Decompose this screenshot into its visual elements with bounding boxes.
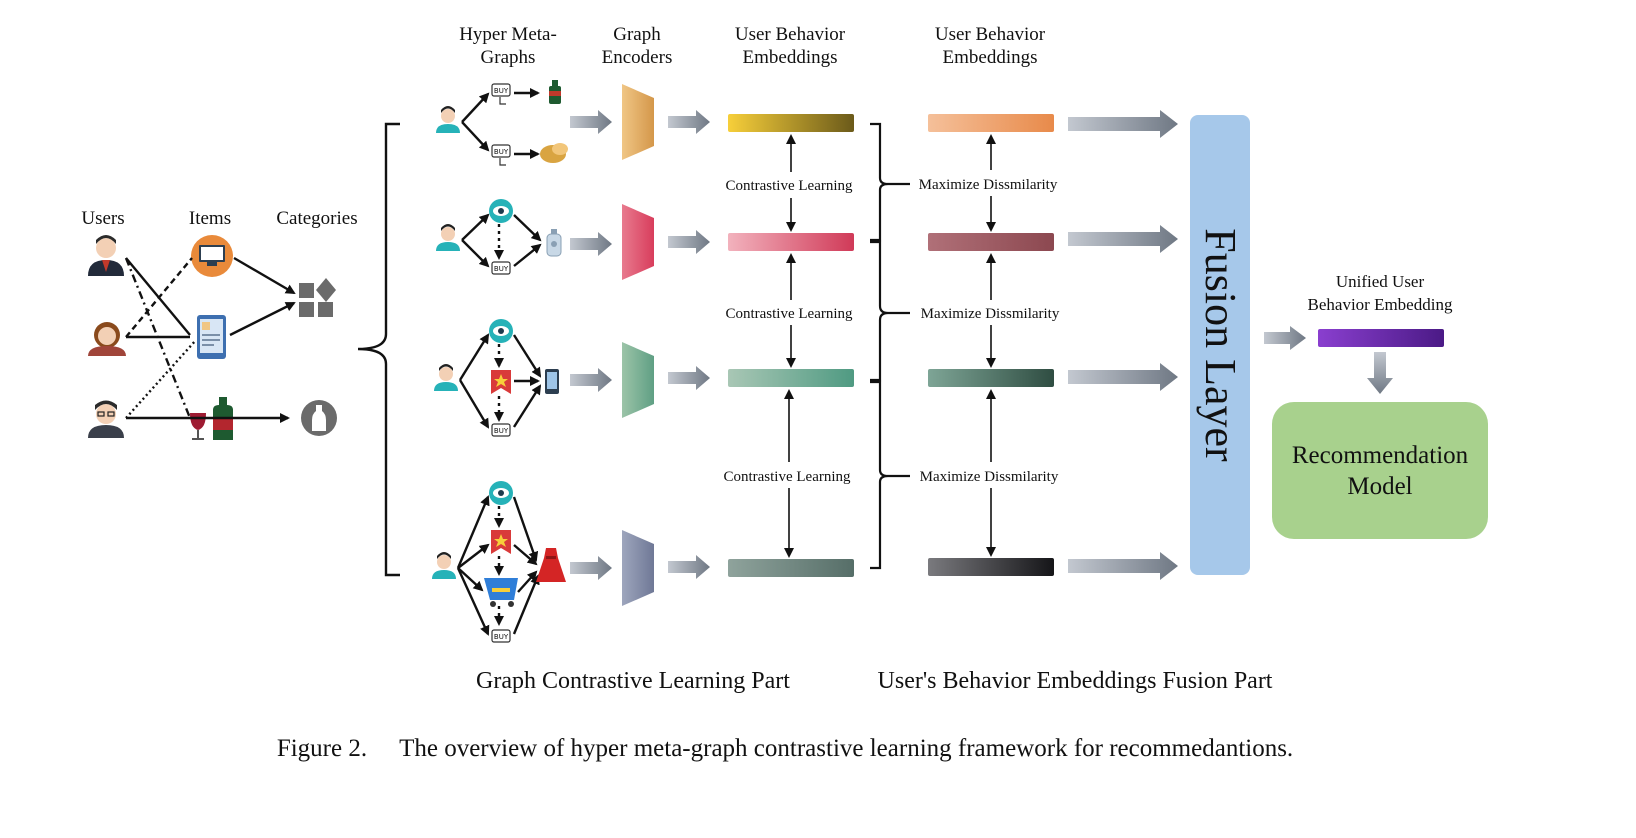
unified-embedding-label-1: Unified User: [1336, 272, 1425, 291]
favorite-star-icon: [491, 530, 511, 554]
view-eye-icon: [489, 319, 513, 343]
recommendation-model-label-2: Model: [1347, 473, 1412, 500]
maximize-dissimilarity-label-3: Maximize Dissmilarity: [920, 469, 1059, 485]
fusion-output-arrow: [1264, 326, 1306, 350]
graph-encoder-4: [622, 530, 654, 606]
buy-icon: BUY: [491, 144, 511, 166]
svg-text:BUY: BUY: [494, 633, 509, 641]
shopping-cart-icon: [484, 578, 518, 607]
meta-graph-3: BUY: [434, 319, 559, 437]
buy-icon: BUY: [491, 423, 511, 437]
unified-embedding-bar: [1318, 329, 1444, 347]
users-header: Users: [81, 208, 124, 229]
user-woman-icon: [88, 322, 126, 356]
dress-icon: [536, 548, 566, 582]
buy-icon: BUY: [491, 83, 511, 105]
behavior-embedding-2: [728, 233, 854, 251]
user-icon: [436, 106, 460, 133]
hyper-meta-graphs-header-1: Hyper Meta-: [459, 24, 557, 45]
user-item-edges: [124, 256, 296, 423]
buy-icon: BUY: [491, 629, 511, 643]
categories-header: Categories: [276, 208, 357, 229]
meta-graph-4: BUY: [432, 481, 566, 643]
view-eye-icon: [489, 481, 513, 505]
fusion-part-label: User's Behavior Embeddings Fusion Part: [878, 668, 1273, 694]
behavior-embeddings-header-2a: User Behavior: [935, 24, 1046, 45]
phone-icon: [545, 369, 559, 394]
behavior-embeddings-header-2b: Embeddings: [943, 47, 1038, 68]
category-bottle-icon: [301, 400, 337, 436]
fusion-layer-label: Fusion Layer: [1196, 228, 1245, 462]
fusion-input-arrows: [1068, 110, 1178, 580]
bread-icon: [540, 143, 568, 163]
wine-item-icon: [190, 397, 233, 440]
contrastive-arrows: [784, 134, 796, 558]
fused-embedding-3: [928, 369, 1054, 387]
contrastive-learning-label-2: Contrastive Learning: [725, 306, 853, 322]
hyper-meta-graphs-header-2: Graphs: [481, 47, 536, 68]
graph-encoder-1: [622, 84, 654, 160]
svg-text:BUY: BUY: [494, 148, 509, 156]
svg-text:BUY: BUY: [494, 87, 509, 95]
maximize-dissimilarity-label-1: Maximize Dissmilarity: [919, 177, 1058, 193]
recommendation-model-block: [1272, 402, 1488, 539]
figure-number: Figure 2.: [277, 735, 367, 762]
behavior-embedding-1: [728, 114, 854, 132]
down-arrow: [1367, 352, 1393, 394]
middle-braces: [870, 122, 910, 570]
svg-text:BUY: BUY: [494, 265, 509, 273]
graph-contrastive-part-label: Graph Contrastive Learning Part: [476, 668, 790, 694]
unified-embedding-label-2: Behavior Embedding: [1308, 295, 1453, 314]
behavior-embeddings-header-1b: Embeddings: [743, 47, 838, 68]
behavior-embedding-3: [728, 369, 854, 387]
graph-encoders-header-1: Graph: [613, 24, 661, 45]
contrastive-learning-label-1: Contrastive Learning: [725, 178, 853, 194]
fused-embedding-1: [928, 114, 1054, 132]
pipeline-arrows: [570, 110, 710, 580]
favorite-star-icon: [491, 370, 511, 394]
figure-caption: Figure 2. The overview of hyper meta-grap…: [277, 735, 1293, 762]
view-eye-icon: [489, 199, 513, 223]
svg-text:BUY: BUY: [494, 427, 509, 435]
graph-encoder-2: [622, 204, 654, 280]
graph-encoder-3: [622, 342, 654, 418]
meta-graph-1: BUY BUY: [436, 80, 568, 166]
contrastive-learning-label-3: Contrastive Learning: [723, 469, 851, 485]
figure-caption-text: The overview of hyper meta-graph contras…: [399, 735, 1293, 762]
behavior-embeddings-header-1a: User Behavior: [735, 24, 846, 45]
behavior-embedding-4: [728, 559, 854, 577]
user-icon: [432, 552, 456, 579]
buy-icon: BUY: [491, 261, 511, 275]
user-icon: [434, 364, 458, 391]
items-header: Items: [189, 208, 231, 229]
fused-embedding-2: [928, 233, 1054, 251]
lotion-bottle-icon: [546, 229, 562, 257]
user-icon: [436, 224, 460, 251]
user-man-glasses-icon: [88, 400, 124, 438]
monitor-item-icon: [191, 235, 233, 277]
tablet-item-icon: [197, 315, 226, 359]
left-brace: [357, 122, 400, 577]
maximize-dissimilarity-label-2: Maximize Dissmilarity: [921, 306, 1060, 322]
graph-encoders-header-2: Encoders: [602, 47, 673, 68]
fused-embedding-4: [928, 558, 1054, 576]
fusion-layer-block: [1190, 115, 1250, 575]
meta-graph-2: BUY: [436, 199, 562, 275]
beer-bottle-icon: [549, 80, 561, 104]
category-grid-icon: [299, 278, 336, 317]
user-businessman-icon: [88, 235, 124, 276]
recommendation-model-label-1: Recommendation: [1292, 442, 1469, 469]
